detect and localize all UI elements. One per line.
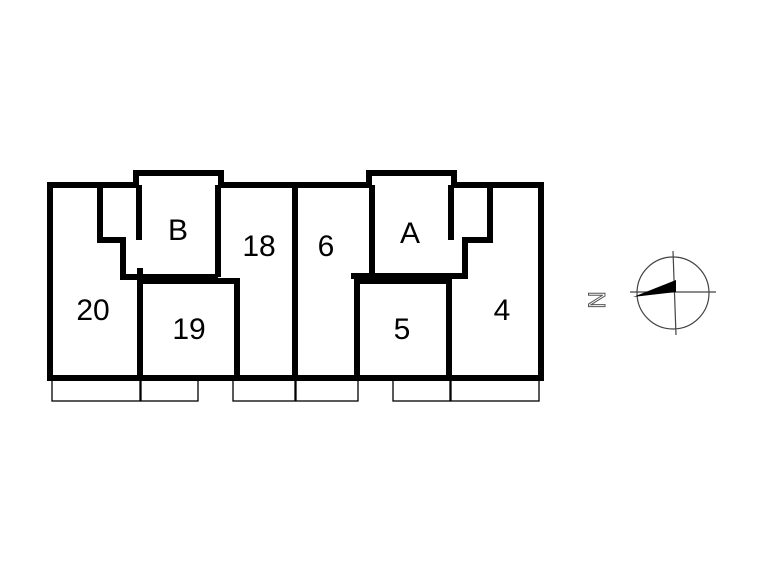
room-label-6: 6: [318, 230, 335, 263]
balcony-5: [392, 378, 451, 402]
compass-vertical-axis: [672, 250, 677, 336]
balcony-18: [232, 378, 296, 402]
compass-north-letter: N: [584, 291, 611, 308]
balcony-20: [51, 378, 141, 402]
balcony-6: [295, 378, 359, 402]
compass-needle-icon: [633, 280, 676, 297]
balcony-19: [140, 378, 199, 402]
room-label-a: A: [400, 217, 420, 250]
room-label-b: B: [168, 214, 188, 247]
room-label-4: 4: [494, 294, 511, 327]
compass: N: [584, 250, 716, 336]
balconies: [51, 378, 540, 402]
interior-walls: [97, 185, 493, 378]
room-label-20: 20: [76, 294, 109, 327]
room-label-5: 5: [394, 313, 411, 346]
room-label-18: 18: [242, 230, 275, 263]
balcony-4: [450, 378, 540, 402]
room-label-19: 19: [172, 313, 205, 346]
